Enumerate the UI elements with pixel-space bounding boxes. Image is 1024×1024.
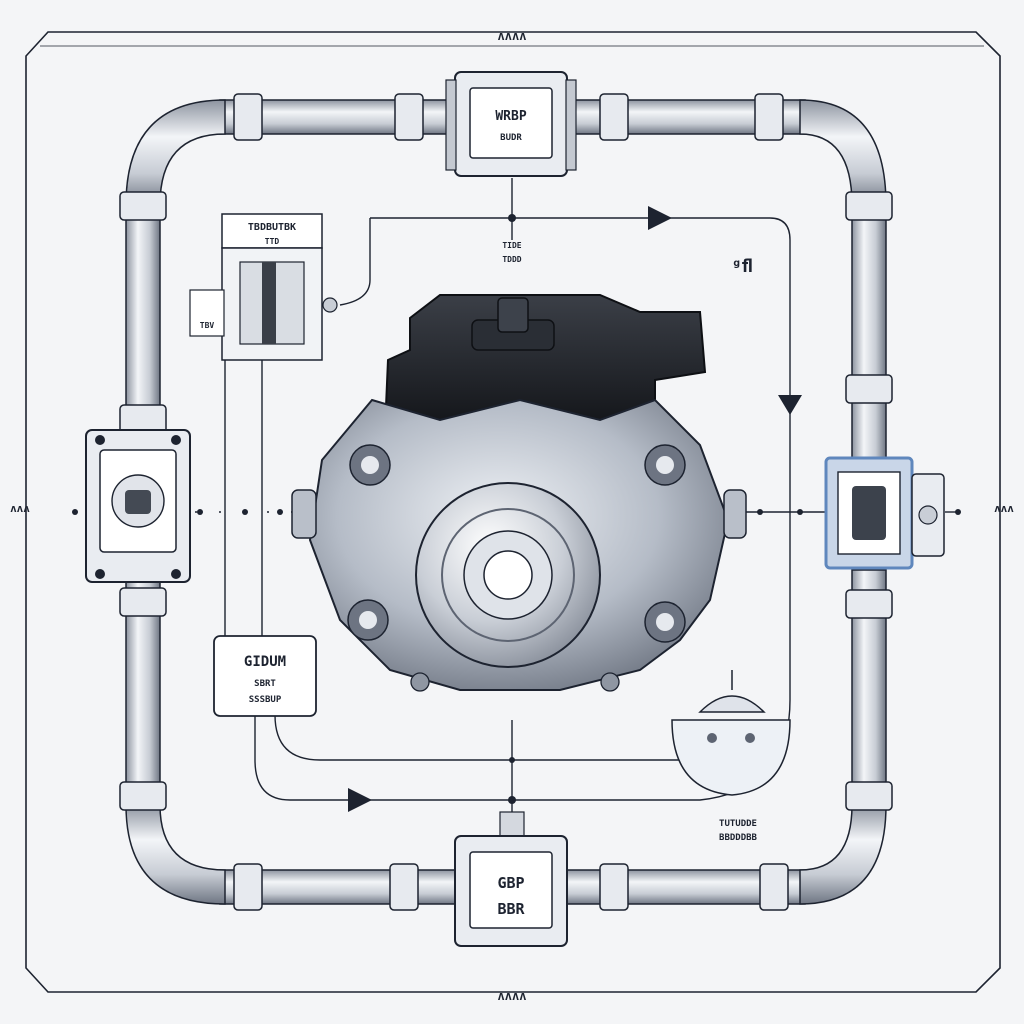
pipe-left-upper	[125, 199, 161, 436]
flow-arrow-icon	[648, 206, 672, 230]
frame-left-mark: ʌʌʌ	[10, 502, 30, 515]
sensor-header-label: TBDBUTBK	[248, 222, 296, 233]
mid-box-line2: SBRT	[254, 679, 276, 689]
right-valve-box	[824, 456, 945, 570]
elbow-bottom-left	[125, 804, 226, 905]
mid-label-box: GIDUM SBRT SSSBUP	[213, 635, 317, 717]
frame-bottom-mark: ʌʌʌʌ	[498, 989, 527, 1003]
pipe-loop	[119, 93, 893, 911]
top-valve-box: WRBP BUDR	[445, 71, 577, 177]
frame-top-mark: ʌʌʌʌ	[498, 29, 527, 43]
flask-icon	[671, 670, 791, 796]
sensor-sub-label: TTD	[265, 237, 280, 246]
top-box-label: WRBP	[495, 109, 526, 124]
elbow-top-left	[125, 99, 226, 206]
top-box-sublabel: BUDR	[500, 133, 522, 143]
flow-arrow-icon	[348, 788, 372, 812]
sensor-unit: TBDBUTBK TTD TBV	[189, 213, 338, 361]
left-valve-box	[85, 429, 191, 583]
mid-box-title: GIDUM	[244, 654, 286, 670]
flow-arrow-icon	[778, 395, 802, 415]
bottom-box-sublabel: BBR	[497, 900, 525, 918]
drawing-frame	[25, 31, 1001, 993]
bottom-caption-2: BBDDDBB	[719, 833, 758, 843]
bottom-box-label: GBP	[497, 874, 524, 892]
mid-box-line3: SSSBUP	[249, 695, 282, 705]
elbow-bottom-right	[799, 804, 887, 905]
pipe-right-upper	[851, 199, 887, 461]
flow-arrows	[72, 206, 961, 812]
bottom-valve-box: GBP BBR	[454, 811, 568, 947]
frame-right-mark: ʌʌʌ	[994, 502, 1014, 515]
elbow-top-right	[799, 99, 887, 206]
top-caption-2: TDDD	[502, 255, 521, 264]
pipe-left-lower	[125, 579, 161, 811]
top-caption-1: TIDE	[502, 241, 521, 250]
right-note: ᵍﬂ	[731, 256, 753, 277]
sensor-side-label: TBV	[200, 321, 215, 330]
pump-housing-icon	[291, 294, 747, 692]
bottom-caption-1: TUTUDDE	[719, 819, 757, 829]
